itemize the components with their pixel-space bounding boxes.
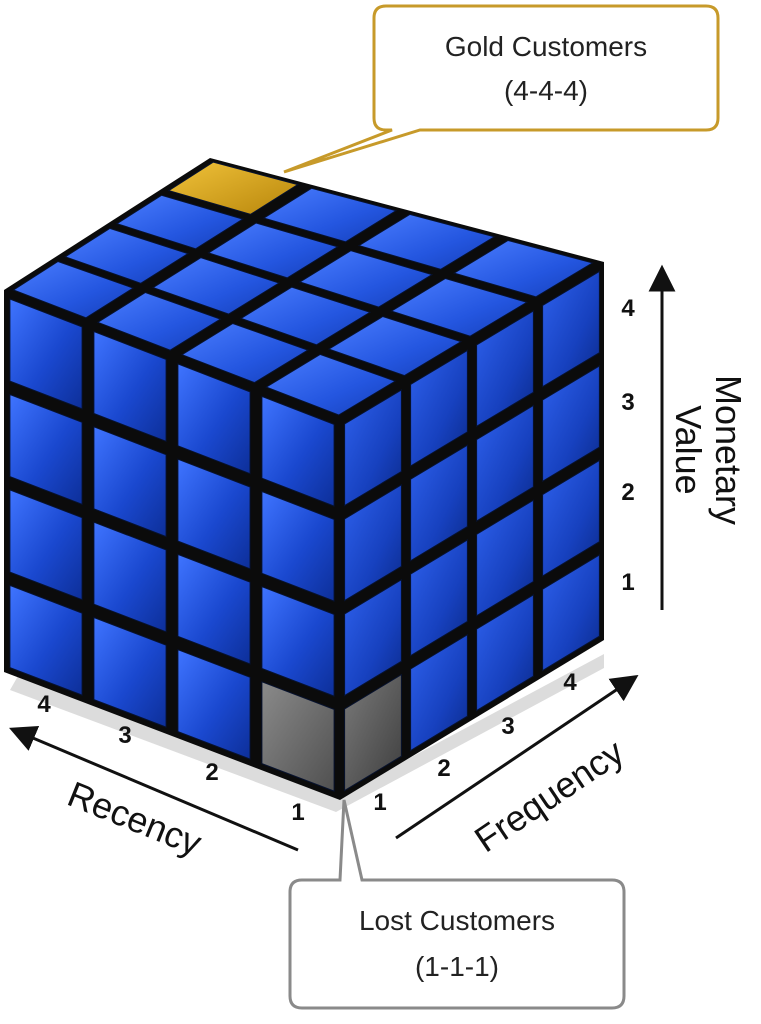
- monetary-tick-3: 3: [621, 389, 634, 416]
- cube-tile: [298, 250, 434, 308]
- gold-cube-top: [167, 161, 300, 215]
- cube-floor: [10, 654, 604, 812]
- cube-tile: [476, 499, 534, 617]
- cube-tile: [177, 363, 251, 475]
- monetary-axis-label-line1: Monetary: [708, 375, 749, 525]
- cube-tile: [9, 298, 83, 410]
- cube-tile: [93, 616, 167, 728]
- recency-tick-1: 1: [291, 799, 304, 826]
- frequency-axis-label: Frequency: [467, 731, 631, 860]
- cube-tile: [151, 257, 281, 315]
- cube-tile: [344, 483, 402, 602]
- cube-tile: [9, 393, 83, 506]
- cube-tile: [115, 194, 245, 250]
- cube-tile: [96, 291, 222, 351]
- cube-tile: [410, 349, 468, 467]
- frequency-tick-4: 4: [563, 669, 577, 696]
- cube-tile: [410, 444, 468, 562]
- cube-tile: [93, 426, 167, 538]
- cube-tile: [261, 585, 335, 697]
- cube-tile: [542, 365, 600, 483]
- cube-tile: [542, 270, 600, 388]
- cube-tile: [177, 648, 251, 760]
- cube-tile: [390, 277, 529, 337]
- recency-tick-2: 2: [205, 759, 218, 786]
- cube-tiles: [9, 161, 600, 792]
- lost-cube-front: [261, 681, 335, 792]
- monetary-tick-2: 2: [621, 479, 634, 506]
- gold-callout-code: (4-4-4): [504, 75, 588, 106]
- cube-tile: [239, 286, 372, 346]
- lost-cube-side: [344, 673, 402, 792]
- monetary-tick-4: 4: [621, 295, 635, 322]
- cube-tile: [207, 222, 339, 279]
- cube-tile: [64, 227, 190, 284]
- cube-tile: [410, 539, 468, 657]
- cube-tile: [177, 553, 251, 665]
- cube-tile: [93, 521, 167, 633]
- cube-tile: [180, 322, 310, 384]
- frequency-tick-1: 1: [373, 789, 386, 816]
- cube-tile: [9, 489, 83, 601]
- cube-tile: [344, 389, 402, 507]
- cube-tile: [344, 578, 402, 697]
- cube-tile: [452, 239, 594, 298]
- frequency-axis-arrow: [395, 674, 639, 840]
- gold-customers-callout: Gold Customers (4-4-4): [283, 4, 720, 174]
- cube-tile: [542, 554, 600, 672]
- cube-tile: [265, 353, 397, 416]
- cube-tile: [177, 458, 251, 570]
- cube-tile: [93, 330, 167, 443]
- cube-tile: [261, 490, 335, 602]
- cube-tile: [327, 315, 463, 377]
- cube-tile: [476, 404, 534, 522]
- cube-tile: [410, 633, 468, 752]
- cube-tile: [262, 187, 398, 243]
- lost-customers-callout: Lost Customers (1-1-1): [288, 799, 626, 1010]
- cube-tile: [357, 213, 496, 270]
- cube-tile: [12, 260, 135, 319]
- gold-callout-title: Gold Customers: [445, 31, 647, 62]
- monetary-tick-1: 1: [621, 569, 634, 596]
- recency-axis-label: Recency: [62, 773, 207, 863]
- cube-tile: [9, 584, 83, 696]
- monetary-axis-label-line2: Value: [668, 405, 709, 494]
- lost-callout-title: Lost Customers: [359, 905, 555, 936]
- recency-tick-4: 4: [37, 691, 51, 718]
- cube-tile: [261, 395, 335, 507]
- recency-tick-3: 3: [118, 722, 131, 749]
- cube-tile: [542, 459, 600, 577]
- frequency-tick-3: 3: [501, 713, 514, 740]
- lost-callout-code: (1-1-1): [415, 951, 499, 982]
- recency-axis-arrow: [9, 725, 299, 852]
- frequency-tick-2: 2: [437, 755, 450, 782]
- cube-tile: [476, 593, 534, 712]
- cube-tile: [476, 310, 534, 428]
